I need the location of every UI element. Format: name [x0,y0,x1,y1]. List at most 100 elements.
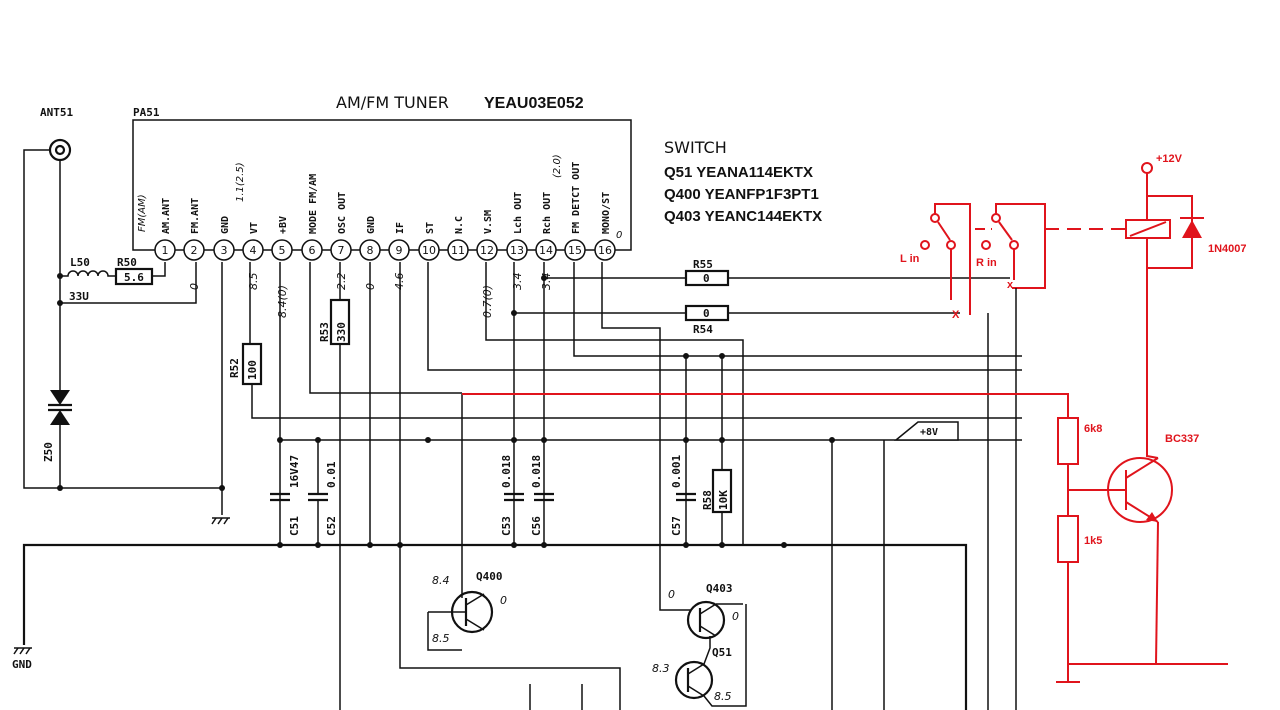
r50-label: R50 [117,256,137,269]
r58-label: R58 [701,490,714,510]
diode-label: 1N4007 [1208,243,1247,255]
r54-label: R54 [693,323,713,336]
pin-number: 14 [539,244,553,257]
pin-circle [242,239,264,261]
capacitor-c53 [504,492,524,502]
switch-line-2: Q400 YEANFP1F3PT1 [664,186,819,203]
c52-value: 0.01 [325,461,338,488]
q403-label: Q403 [706,582,733,595]
switch-line-1: Q51 YEANA114EKTX [664,164,813,181]
pin-number: 4 [250,244,257,257]
switch-heading: SWITCH [664,138,727,157]
resistor-6k8 [1057,417,1079,465]
r50-value: 5.6 [124,271,144,284]
capacitor-c51 [270,492,290,502]
switch-line-3: Q403 YEANC144EKTX [664,208,822,225]
pin-name: OSC OUT [337,192,348,234]
c53-value: 0.018 [500,455,513,488]
r55-value: 0 [703,272,710,285]
junction-dots [57,273,835,548]
transistor-q400 [427,590,494,651]
capacitor-c52 [308,492,328,502]
pin-fm-am-label: FM(AM) [137,194,148,232]
c57-label: C57 [670,516,683,536]
pin-5: 5+BV8.4(0) [271,216,293,318]
pin-circle [213,239,235,261]
pin-number: 1 [162,244,169,257]
pin-circle [447,239,469,261]
pin-circle [388,239,410,261]
pin-number: 13 [510,244,524,257]
pin-number: 11 [451,244,465,257]
supply-terminal [1141,162,1153,174]
l50-value: 33U [69,290,89,303]
pin-10: 10 ST [418,222,440,261]
pin-voltage: 0 [188,283,201,290]
pin-mono-volt: 0 [616,230,622,241]
r55-label: R55 [693,258,713,271]
pin-voltage: 8.4(0) [276,285,289,318]
c53-label: C53 [500,516,513,536]
diode-1n4007 [1180,217,1204,238]
pin-number: 12 [480,244,494,257]
pin-name: AM.ANT [161,198,172,234]
q51-label: Q51 [712,646,732,659]
cut-mark-left: X [952,309,960,321]
pin-name: GND [366,216,377,234]
pin-row: 1AM.ANT2FM.ANT03GND4VT8.55+BV8.4(0)6MODE… [154,162,616,318]
pin-name: GND [220,216,231,234]
q400-collector-volt: 0 [500,594,507,607]
q51-base-volt: 8.3 [652,662,670,675]
pin-number: 3 [221,244,228,257]
ground-symbol-main [13,647,32,655]
supply-label: +12V [1156,153,1183,165]
c52-label: C52 [325,516,338,536]
c56-value: 0.018 [530,455,543,488]
capacitor-c57 [676,492,696,502]
c51-value: 16V47 [288,455,301,488]
gnd-label: GND [12,658,32,671]
r58-value: 10K [717,490,730,510]
relay-contacts-right [981,203,1046,289]
l50-label: L50 [70,256,90,269]
ground-symbol-pin3 [211,517,230,525]
resistor-1k5 [1057,515,1079,563]
r-in-label: R in [976,257,997,269]
pin-circle [359,239,381,261]
pin-number: 10 [422,244,436,257]
pin-voltage: 3.4 [540,273,553,291]
pin-number: 9 [396,244,403,257]
pin-circle [271,239,293,261]
q400-label: Q400 [476,570,503,583]
pin-name: MODE FM/AM [308,174,319,234]
pin-circle [418,239,440,261]
pin-circle [154,239,176,261]
varactor-z50 [48,390,72,425]
pin-name: Rch OUT [542,192,553,234]
pin-circle [183,239,205,261]
pin-name: FM DETCT OUT [571,162,582,234]
pin-number: 5 [279,244,286,257]
r-bottom-label: 1k5 [1084,535,1102,547]
antenna-jack [48,138,72,162]
pin-rch-volt: (2.0) [552,154,563,178]
plus8v-flag [893,421,959,441]
inductor-l50 [60,270,112,277]
q403-base-volt: 0 [668,588,675,601]
r53-value: 330 [335,322,348,342]
pin-number: 7 [338,244,345,257]
pin-11: 11N.C [447,216,469,261]
l-in-label: L in [900,253,920,265]
pin-gnd-volt: 1.1(2.5) [235,162,246,202]
pin-name: VT [249,222,260,234]
transistor-q51 [674,604,747,707]
pin-name: ST [425,222,436,234]
pin-name: MONO/ST [601,192,612,234]
pin-name: IF [395,222,406,234]
pin-14: 14 Rch OUT 3.4 [535,192,557,291]
pin-number: 2 [191,244,198,257]
